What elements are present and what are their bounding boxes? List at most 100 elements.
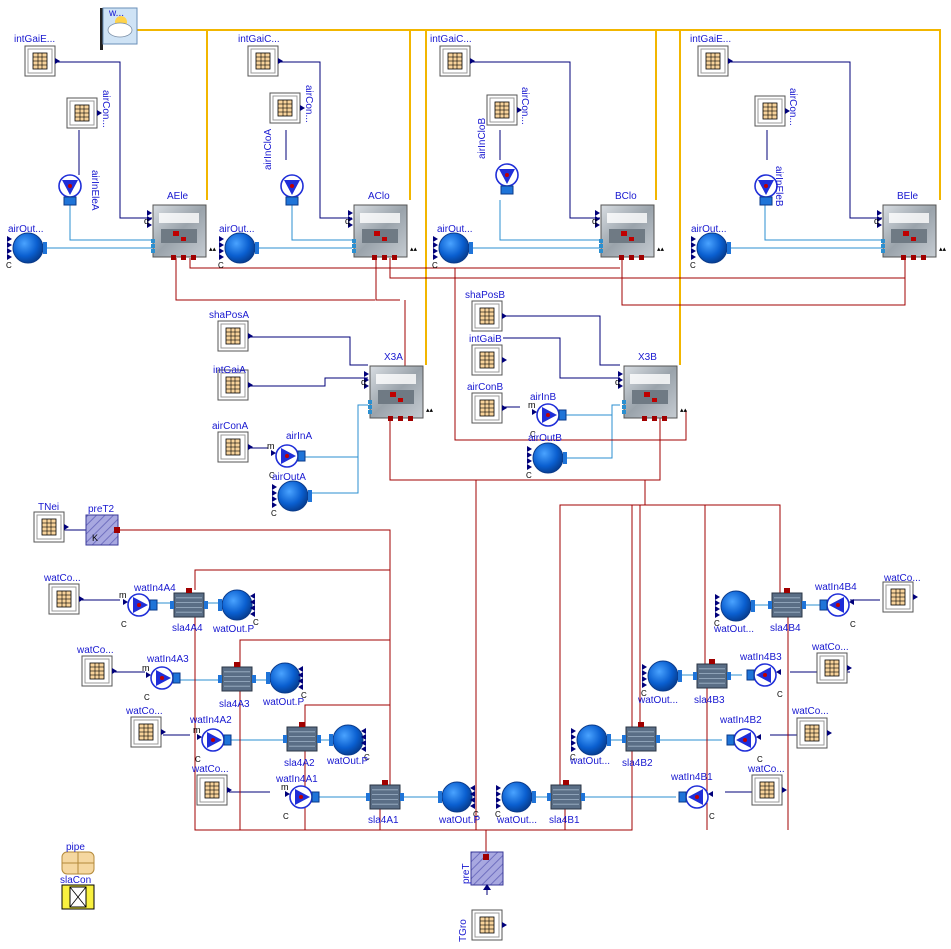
- signal-port[interactable]: [496, 791, 501, 797]
- fluid-port[interactable]: [218, 599, 222, 611]
- table-watCon_B1[interactable]: watCo...: [747, 764, 787, 806]
- fluid-port[interactable]: [599, 249, 603, 253]
- fluid-port[interactable]: [368, 400, 372, 404]
- signal-port[interactable]: [433, 254, 438, 260]
- signal-port[interactable]: [691, 254, 696, 260]
- fluid-port[interactable]: [819, 599, 828, 611]
- signal-port[interactable]: [691, 242, 696, 248]
- signal-port[interactable]: [361, 746, 366, 752]
- fluid-port[interactable]: [547, 793, 551, 801]
- signal-port[interactable]: [877, 210, 882, 216]
- fluid-port[interactable]: [400, 793, 404, 801]
- heat-port[interactable]: [181, 255, 186, 260]
- sink-airOut_2[interactable]: CairOut...: [218, 224, 259, 270]
- signal-port[interactable]: [642, 664, 647, 670]
- fluid-port[interactable]: [218, 675, 222, 683]
- fluid-port[interactable]: [622, 400, 626, 404]
- signal-port[interactable]: [227, 787, 232, 793]
- signal-port[interactable]: [785, 108, 790, 114]
- sink-watOutB3[interactable]: CwatOut...: [637, 660, 682, 706]
- signal-port[interactable]: [298, 672, 303, 678]
- fluid-port[interactable]: [366, 793, 370, 801]
- fluid-port[interactable]: [558, 409, 567, 421]
- signal-port[interactable]: [79, 596, 84, 602]
- fluid-port[interactable]: [43, 242, 47, 254]
- signal-port[interactable]: [278, 58, 283, 64]
- preT2-block[interactable]: preT2 K: [85, 504, 120, 546]
- fluid-port[interactable]: [285, 196, 299, 206]
- signal-port[interactable]: [364, 371, 369, 377]
- slab-sla4A3[interactable]: sla4A3: [218, 662, 256, 710]
- fluid-port[interactable]: [63, 196, 77, 206]
- sink-airOut_4[interactable]: CairOut...: [690, 224, 731, 270]
- table-intGaiE_right[interactable]: intGaiE...: [690, 34, 733, 77]
- signal-port[interactable]: [618, 383, 623, 389]
- signal-port[interactable]: [272, 502, 277, 508]
- fluid-port[interactable]: [599, 239, 603, 243]
- signal-port[interactable]: [642, 670, 647, 676]
- heat-port[interactable]: [191, 255, 196, 260]
- pump-airInCloA[interactable]: airInCloA: [263, 129, 304, 206]
- signal-port[interactable]: [433, 236, 438, 242]
- signal-port[interactable]: [271, 450, 276, 456]
- table-intGaiE_left[interactable]: intGaiE...: [14, 34, 60, 77]
- fluid-port[interactable]: [329, 734, 333, 746]
- fluid-port[interactable]: [656, 735, 660, 743]
- signal-port[interactable]: [571, 740, 576, 746]
- pump-airInCloB[interactable]: airInCloB: [477, 118, 519, 195]
- fluid-port[interactable]: [726, 734, 735, 746]
- pump-airInEleB[interactable]: airInEleB: [754, 166, 784, 207]
- signal-port[interactable]: [248, 382, 253, 388]
- signal-port[interactable]: [527, 446, 532, 452]
- fluid-port[interactable]: [311, 791, 320, 803]
- table-watCon_A3[interactable]: watCo...: [76, 645, 117, 687]
- signal-port[interactable]: [7, 236, 12, 242]
- table-watCon_B3[interactable]: watCo...: [811, 642, 852, 684]
- fluid-port[interactable]: [149, 599, 158, 611]
- signal-port[interactable]: [147, 216, 152, 222]
- signal-port[interactable]: [197, 734, 202, 740]
- signal-port[interactable]: [782, 787, 787, 793]
- sink-watOutB4[interactable]: CwatOut...: [713, 590, 755, 635]
- fluid-port[interactable]: [768, 601, 772, 609]
- slaCon-record[interactable]: slaCon: [60, 875, 95, 910]
- signal-port[interactable]: [849, 599, 854, 605]
- signal-port[interactable]: [348, 222, 353, 228]
- heat-port[interactable]: [921, 255, 926, 260]
- signal-port[interactable]: [502, 922, 507, 928]
- heat-port[interactable]: [388, 416, 393, 421]
- table-TGro[interactable]: TGro: [458, 909, 507, 942]
- fluid-port[interactable]: [252, 675, 256, 683]
- heat-port[interactable]: [186, 588, 192, 593]
- signal-port[interactable]: [642, 676, 647, 682]
- signal-port[interactable]: [502, 313, 507, 319]
- signal-port[interactable]: [250, 605, 255, 611]
- fluid-port[interactable]: [678, 670, 682, 682]
- signal-port[interactable]: [571, 746, 576, 752]
- heat-port[interactable]: [299, 722, 305, 727]
- heat-port[interactable]: [709, 659, 715, 664]
- signal-port[interactable]: [470, 791, 475, 797]
- table-TNei[interactable]: TNei: [33, 502, 69, 543]
- heat-port[interactable]: [392, 255, 397, 260]
- fluid-port[interactable]: [746, 669, 755, 681]
- signal-port[interactable]: [618, 371, 623, 377]
- signal-port[interactable]: [470, 58, 475, 64]
- fluid-port[interactable]: [599, 244, 603, 248]
- pump-airInEleA[interactable]: airInEleA: [58, 170, 100, 211]
- signal-port[interactable]: [250, 593, 255, 599]
- heat-port[interactable]: [784, 588, 790, 593]
- signal-port[interactable]: [97, 110, 102, 116]
- pipe-record[interactable]: pipe: [61, 842, 95, 875]
- fluid-port[interactable]: [693, 672, 697, 680]
- signal-port[interactable]: [642, 682, 647, 688]
- signal-port[interactable]: [161, 729, 166, 735]
- fluid-port[interactable]: [151, 249, 155, 253]
